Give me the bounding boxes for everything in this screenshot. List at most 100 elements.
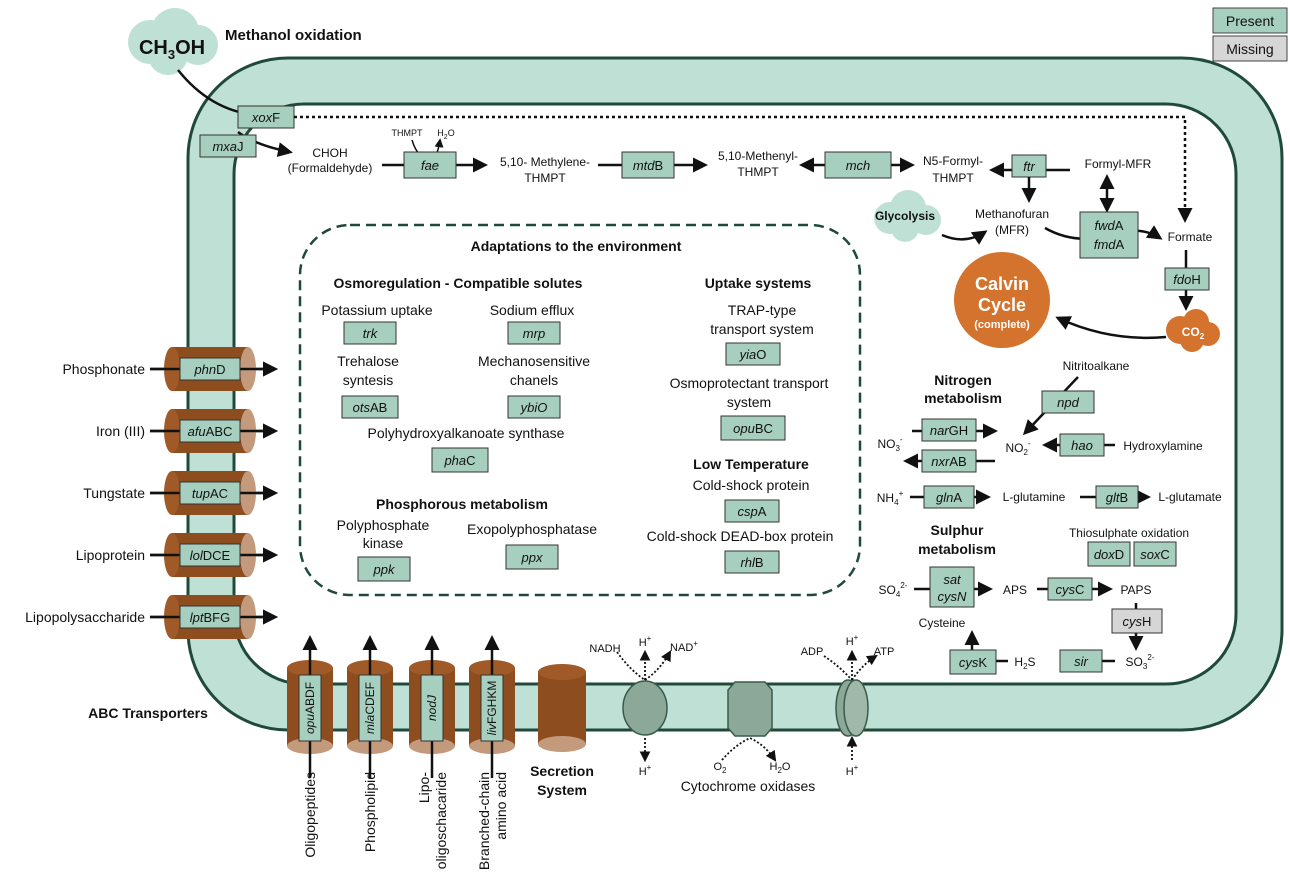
svg-text:Cysteine: Cysteine — [919, 616, 966, 630]
glycolysis-cloud: Glycolysis — [874, 190, 941, 242]
svg-text:THMPT: THMPT — [524, 171, 566, 185]
svg-text:NH4+: NH4+ — [877, 489, 904, 507]
svg-text:Nitritoalkane: Nitritoalkane — [1063, 359, 1130, 373]
svg-text:hao: hao — [1071, 438, 1093, 453]
svg-text:Calvin: Calvin — [975, 274, 1029, 294]
svg-text:Potassium uptake: Potassium uptake — [321, 302, 432, 318]
svg-text:tupAC: tupAC — [192, 486, 228, 501]
gene-phnD — [179, 357, 241, 381]
svg-text:fae: fae — [421, 158, 439, 173]
svg-text:NAD+: NAD+ — [670, 639, 698, 654]
svg-text:Uptake systems: Uptake systems — [705, 275, 812, 291]
svg-text:THMPT: THMPT — [932, 171, 974, 185]
svg-text:Polyhydroxyalkanoate synthase: Polyhydroxyalkanoate synthase — [368, 425, 565, 441]
abc-bottom-substrate: Oligopeptides — [302, 772, 318, 858]
gene-cysC — [1047, 577, 1093, 601]
gene-tupAC — [179, 481, 241, 505]
svg-text:metabolism: metabolism — [918, 541, 996, 557]
svg-text:fmdA: fmdA — [1094, 237, 1125, 252]
legend-present: Present — [1226, 13, 1274, 29]
svg-text:H+: H+ — [639, 634, 652, 649]
gene-opuABDF — [298, 674, 322, 742]
svg-text:afuABC: afuABC — [188, 424, 233, 439]
svg-text:opuABDF: opuABDF — [303, 682, 317, 734]
gene-fdoH — [1164, 267, 1210, 291]
svg-text:narGH: narGH — [930, 423, 968, 438]
abc-bottom-substrate-2: amino acid — [493, 772, 509, 840]
secretion-system: Secretion System — [530, 664, 594, 798]
svg-text:nxrAB: nxrAB — [931, 454, 966, 469]
svg-text:cysC: cysC — [1056, 582, 1085, 597]
svg-text:5,10- Methylene-: 5,10- Methylene- — [500, 155, 590, 169]
nadh-complex: NADH NAD+ H+ H+ — [589, 634, 698, 778]
gene-mlaCDEF — [358, 674, 382, 742]
svg-text:system: system — [727, 394, 771, 410]
svg-text:Thiosulphate oxidation: Thiosulphate oxidation — [1069, 526, 1189, 540]
gene-fwdA-fmdA — [1079, 211, 1139, 259]
svg-text:Osmoregulation - Compatible so: Osmoregulation - Compatible solutes — [334, 275, 583, 291]
svg-text:kinase: kinase — [363, 535, 404, 551]
svg-text:cysK: cysK — [959, 655, 988, 670]
svg-text:lptBFG: lptBFG — [190, 610, 230, 625]
gene-hao — [1059, 433, 1105, 457]
legend-missing: Missing — [1226, 41, 1273, 57]
xoxF-dotted-path — [294, 115, 1193, 223]
gene-cspA — [724, 499, 780, 523]
svg-text:Osmoprotectant transport: Osmoprotectant transport — [670, 375, 829, 391]
svg-text:APS: APS — [1003, 583, 1027, 597]
svg-text:TRAP-type: TRAP-type — [728, 302, 797, 318]
gene-phaC — [431, 447, 489, 473]
svg-text:L-glutamine: L-glutamine — [1003, 490, 1066, 504]
svg-text:Secretion: Secretion — [530, 763, 594, 779]
cytochrome-oxidase: O2 H2O Cytochrome oxidases — [681, 681, 815, 794]
abc-substrate-label: Phosphonate — [62, 361, 145, 377]
svg-text:H+: H+ — [846, 633, 859, 648]
svg-text:Methanofuran: Methanofuran — [975, 207, 1049, 221]
svg-text:(Formaldehyde): (Formaldehyde) — [288, 161, 373, 175]
svg-text:N5-Formyl-: N5-Formyl- — [923, 154, 983, 168]
svg-text:ADP: ADP — [801, 646, 824, 658]
svg-text:sat: sat — [943, 572, 962, 587]
svg-text:System: System — [537, 782, 587, 798]
abc-bottom-transporter-0: opuABDF Oligopeptides — [287, 635, 333, 858]
svg-text:H+: H+ — [846, 763, 859, 778]
gene-cysH — [1111, 608, 1163, 634]
atp-synthase: ADP ATP H+ H+ — [801, 633, 895, 778]
svg-text:glnA: glnA — [936, 490, 962, 505]
svg-text:cysN: cysN — [938, 589, 968, 604]
svg-text:soxC: soxC — [1140, 547, 1170, 562]
svg-text:syntesis: syntesis — [343, 372, 394, 388]
gene-cysK — [949, 649, 997, 675]
nitrogen-title: Nitrogen — [934, 372, 992, 388]
gene-ybiO — [507, 395, 561, 419]
gene-otsAB — [341, 395, 399, 419]
gene-livFGHKM — [480, 674, 504, 742]
svg-text:5,10-Methenyl-: 5,10-Methenyl- — [718, 149, 798, 163]
gene-lptBFG — [179, 605, 241, 629]
svg-text:Sodium efflux: Sodium efflux — [490, 302, 575, 318]
gene-sir — [1059, 649, 1103, 673]
gene-mxaJ — [199, 134, 257, 158]
svg-text:ftr: ftr — [1023, 159, 1035, 174]
gene-opuBC — [720, 415, 786, 441]
svg-text:opuBC: opuBC — [733, 421, 773, 436]
svg-text:ppx: ppx — [521, 550, 543, 565]
svg-text:Hydroxylamine: Hydroxylamine — [1123, 439, 1203, 453]
adaptations-box — [298, 223, 862, 597]
svg-text:gltB: gltB — [1106, 490, 1128, 505]
svg-text:NADH: NADH — [589, 643, 620, 655]
svg-text:Cold-shock DEAD-box protein: Cold-shock DEAD-box protein — [647, 528, 834, 544]
svg-text:livFGHKM: livFGHKM — [485, 681, 499, 736]
svg-text:xoxF: xoxF — [251, 110, 280, 125]
gene-glnA — [923, 485, 975, 509]
svg-text:THMPT: THMPT — [392, 128, 423, 138]
svg-text:(complete): (complete) — [974, 319, 1030, 331]
